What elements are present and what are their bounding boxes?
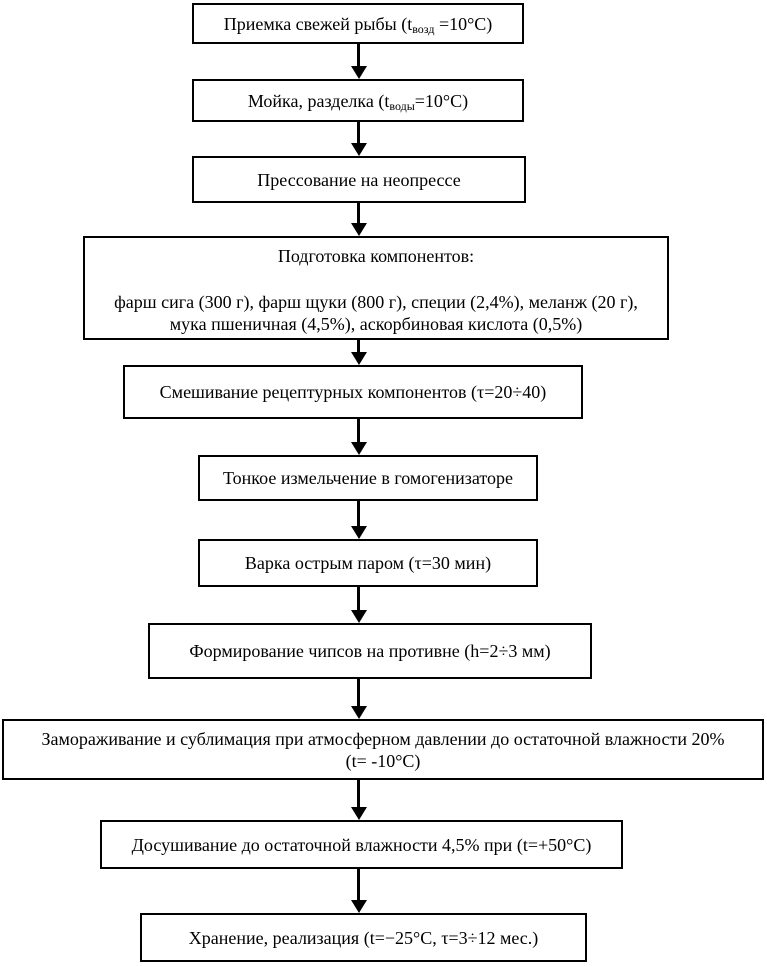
down-arrow-icon — [350, 679, 367, 719]
flow-step-forming: Формирование чипсов на противне (h=2÷3 м… — [148, 623, 592, 679]
step-label: Формирование чипсов на противне (h=2÷3 м… — [189, 641, 551, 661]
flow-step-mixing: Смешивание рецептурных компонентов (τ=20… — [123, 365, 583, 419]
flow-step-storage: Хранение, реализация (t=−25°C, τ=3÷12 ме… — [140, 913, 587, 962]
down-arrow-icon — [350, 419, 367, 455]
flow-step-cooking: Варка острым паром (τ=30 мин) — [198, 539, 538, 587]
flow-step-reception: Приемка свежей рыбы (tвозд =10°C) — [192, 3, 524, 44]
flow-step-final-drying: Досушивание до остаточной влажности 4,5%… — [100, 820, 623, 869]
down-arrow-icon — [350, 780, 367, 820]
flow-step-components: Подготовка компонентов: фарш сига (300 г… — [83, 236, 669, 340]
flow-step-homogenizing: Тонкое измельчение в гомогенизаторе — [198, 455, 538, 501]
step-label: Прессование на неопрессе — [257, 169, 461, 190]
down-arrow-icon — [350, 121, 367, 156]
step-text: Мойка, разделка (t — [247, 90, 390, 111]
step-subscript: возд — [412, 21, 435, 36]
down-arrow-icon — [350, 203, 367, 236]
step-label: Смешивание рецептурных компонентов (τ=20… — [159, 382, 547, 402]
flow-step-washing: Мойка, разделка (tводы=10°C) — [192, 79, 524, 122]
step-label: Хранение, реализация (t=−25°C, τ=3÷12 ме… — [188, 927, 539, 948]
down-arrow-icon — [350, 44, 367, 79]
step-label: Приемка свежей рыбы (tвозд =10°C) — [194, 13, 522, 35]
step-ingredients-line: мука пшеничная (4,5%), аскорбиновая кисл… — [169, 314, 583, 334]
down-arrow-icon — [350, 869, 367, 913]
step-label: Варка острым паром (τ=30 мин) — [244, 553, 492, 573]
flow-step-pressing: Прессование на неопрессе — [192, 156, 526, 203]
flow-step-freeze-drying: Замораживание и сублимация при атмосферн… — [2, 719, 764, 780]
step-label: Досушивание до остаточной влажности 4,5%… — [131, 834, 592, 855]
step-text: =10°C) — [414, 90, 469, 111]
step-label: Тонкое измельчение в гомогенизаторе — [223, 468, 513, 488]
step-title: Подготовка компонентов: — [277, 246, 475, 266]
step-text: =10°C) — [434, 13, 493, 34]
step-label-line: (t= -10°C) — [345, 750, 421, 771]
step-ingredients-line: фарш сига (300 г), фарш щуки (800 г), сп… — [114, 292, 638, 312]
down-arrow-icon — [350, 340, 367, 365]
step-subscript: воды — [389, 98, 415, 113]
step-label: Мойка, разделка (tводы=10°C) — [194, 90, 522, 112]
down-arrow-icon — [350, 501, 367, 539]
step-text: Приемка свежей рыбы (t — [223, 13, 413, 34]
step-label-line: Замораживание и сублимация при атмосферн… — [41, 728, 725, 749]
down-arrow-icon — [350, 587, 367, 623]
